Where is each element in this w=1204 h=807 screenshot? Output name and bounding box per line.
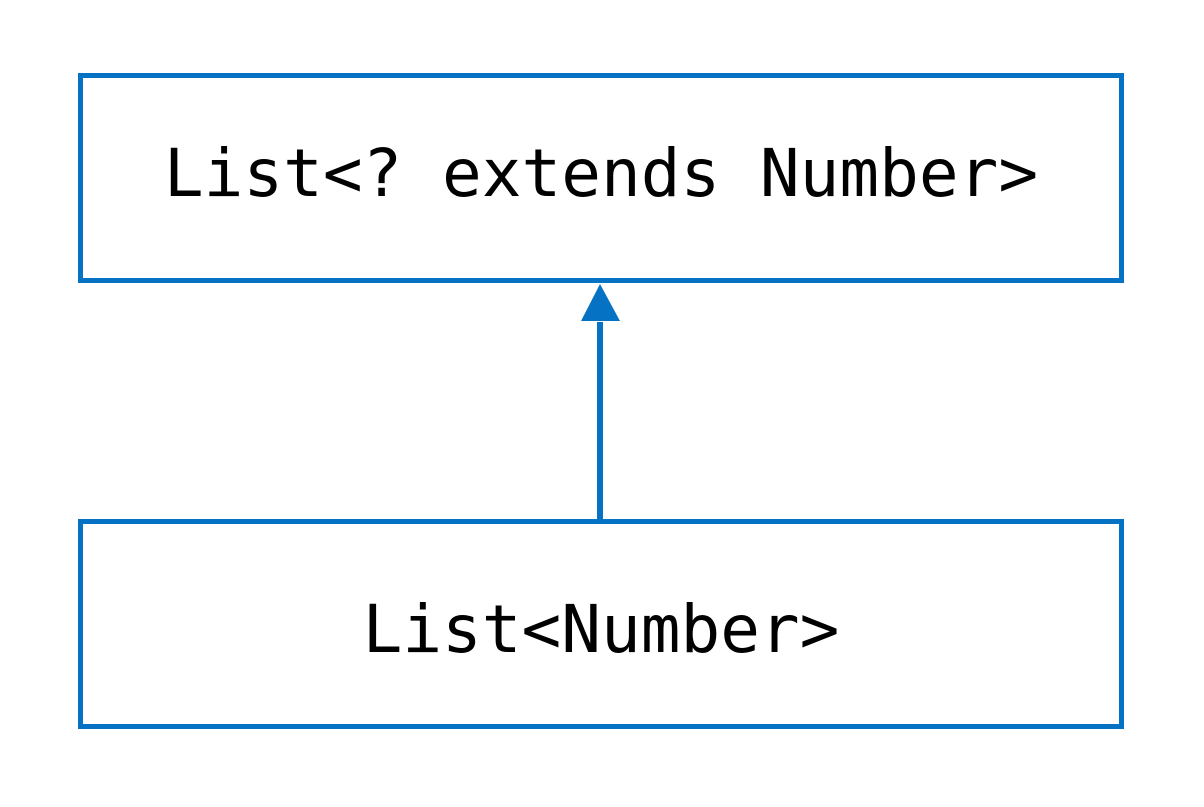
class-box-subtype-label: List<Number> bbox=[362, 591, 840, 668]
class-box-subtype[interactable]: List<Number> bbox=[78, 519, 1124, 729]
class-box-supertype[interactable]: List<? extends Number> bbox=[78, 73, 1124, 283]
class-box-supertype-label: List<? extends Number> bbox=[163, 135, 1039, 212]
generalization-arrowhead-icon bbox=[581, 284, 620, 321]
